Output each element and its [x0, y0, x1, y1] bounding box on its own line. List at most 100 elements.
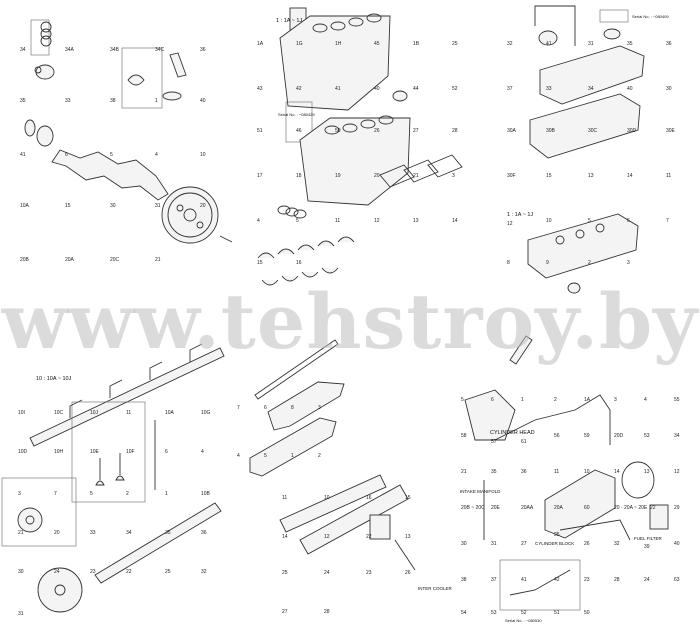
part-number-label: 5: [264, 453, 267, 459]
part-number-label: 34: [20, 47, 26, 53]
part-number-label: 27: [521, 541, 527, 547]
part-number-label: 1: [521, 397, 524, 403]
part-number-label: 23: [366, 570, 372, 576]
part-number-label: 30: [110, 203, 116, 209]
part-number-label: 41: [20, 152, 26, 158]
cylinder-block-assembly: [257, 7, 463, 286]
part-number-label: 25: [282, 570, 288, 576]
part-number-label: 34C: [155, 47, 165, 53]
part-number-label: 30: [461, 541, 467, 547]
part-number-label: 36: [200, 47, 206, 53]
part-number-label: 51: [554, 610, 560, 616]
part-number-label: 20D: [614, 433, 624, 439]
part-number-label: 12: [324, 534, 330, 540]
part-number-label: 2: [126, 491, 129, 497]
cylinder-head-assembly: [527, 5, 645, 294]
part-number-label: 20B: [20, 257, 30, 263]
part-number-label: 24: [324, 570, 330, 576]
part-number-label: 30: [666, 86, 672, 92]
part-number-label: 12: [374, 218, 380, 224]
part-number-label: 30C: [588, 128, 598, 134]
part-number-label: 10: [324, 495, 330, 501]
part-number-label: 45: [374, 41, 380, 47]
part-number-label: 29: [674, 505, 680, 511]
part-number-label: 3: [18, 491, 21, 497]
cylinder-block-title: 1 : 1A ~ 1J: [276, 18, 302, 24]
part-number-label: 32: [614, 541, 620, 547]
intake-manifold-note: INTAKE MANIFOLD: [460, 489, 501, 494]
part-number-label: 1: [291, 453, 294, 459]
part-number-label: 55: [674, 397, 680, 403]
part-number-label: 34: [126, 530, 132, 536]
part-number-label: 3: [627, 260, 630, 266]
part-number-label: 16: [366, 495, 372, 501]
part-number-label: 60: [584, 505, 590, 511]
part-number-label: 10: [546, 218, 552, 224]
crankshaft-assembly: [24, 19, 233, 244]
part-number-label: 41: [521, 577, 527, 583]
part-number-label: 21: [413, 173, 419, 179]
fuel-filter-note: FUEL FILTER: [634, 536, 663, 541]
part-number-label: 39: [644, 544, 650, 550]
part-number-label: 34B: [110, 47, 120, 53]
part-number-label: 27: [413, 128, 419, 134]
part-number-label: 35: [165, 530, 171, 536]
part-number-label: 3: [318, 405, 321, 411]
part-number-label: 20E: [491, 505, 501, 511]
part-number-label: 40: [374, 86, 380, 92]
part-number-label: 10F: [126, 449, 135, 455]
part-number-label: 26: [374, 128, 380, 134]
cylinder-head-title: 1 : 1A ~ 1J: [507, 212, 533, 218]
part-number-label: 27: [282, 609, 288, 615]
part-number-label: 22: [366, 534, 372, 540]
part-number-label: 14: [282, 534, 288, 540]
cylinder-head-serial: Serial No. : ~080409: [632, 14, 669, 19]
part-number-label: 41: [546, 41, 552, 47]
part-number-label: 10E: [90, 449, 100, 455]
part-number-label: 1A: [584, 397, 591, 403]
part-number-label: 17: [257, 173, 263, 179]
part-number-label: 22: [650, 505, 656, 511]
part-number-label: 40: [200, 98, 206, 104]
part-number-label: 13: [405, 534, 411, 540]
part-number-label: 7: [237, 405, 240, 411]
part-number-label: 20A: [554, 505, 564, 511]
part-number-label: 16: [296, 260, 302, 266]
exhaust-manifold-assembly: [249, 339, 345, 477]
part-number-label: 51: [257, 128, 263, 134]
part-number-label: 26: [405, 570, 411, 576]
part-number-label: 24: [54, 569, 60, 575]
part-number-label: 2: [588, 260, 591, 266]
part-number-label: 9: [546, 260, 549, 266]
part-number-label: 28: [614, 577, 620, 583]
part-number-label: 10G: [201, 410, 211, 416]
part-number-label: 14: [452, 218, 458, 224]
part-number-label: 36: [201, 530, 207, 536]
part-number-label: 12: [507, 221, 513, 227]
part-number-label: 40: [627, 86, 633, 92]
cylinder-head-note: CYLINDER HEAD: [490, 430, 535, 436]
part-number-label: 6: [264, 405, 267, 411]
part-number-label: 20: [200, 203, 206, 209]
part-number-label: 61: [521, 439, 527, 445]
part-number-label: 30: [18, 569, 24, 575]
part-number-label: 26: [584, 541, 590, 547]
part-number-label: 33: [546, 86, 552, 92]
part-number-label: 34A: [65, 47, 75, 53]
part-number-label: 15: [65, 203, 71, 209]
part-number-label: 19: [335, 173, 341, 179]
part-number-label: 35: [491, 469, 497, 475]
part-number-label: 43: [257, 86, 263, 92]
rocker-arm-title: 10 : 10A ~ 10J: [36, 376, 72, 382]
part-number-label: 36: [666, 41, 672, 47]
part-number-label: 40: [674, 541, 680, 547]
part-number-label: 12: [674, 469, 680, 475]
part-number-label: 53: [644, 433, 650, 439]
intake-manifold-assembly: [279, 474, 416, 571]
part-number-label: 37: [491, 577, 497, 583]
part-number-label: 1B: [413, 41, 420, 47]
part-number-label: 14: [627, 173, 633, 179]
part-number-label: 30A: [507, 128, 517, 134]
